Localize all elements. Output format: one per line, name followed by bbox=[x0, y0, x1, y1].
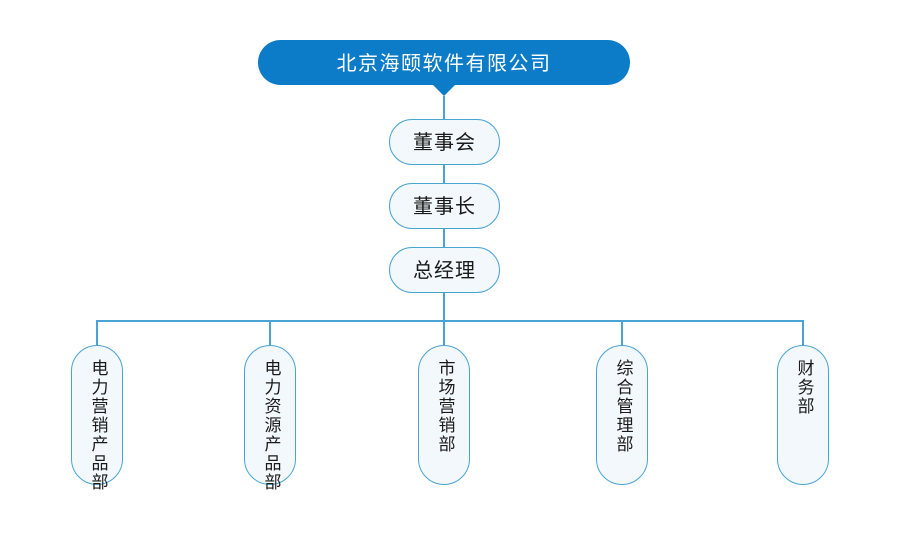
node-dept-finance[interactable]: 财务部 bbox=[777, 345, 829, 485]
connector-bus-to-dept-3 bbox=[443, 320, 445, 345]
connector-gm-to-bus bbox=[443, 293, 445, 320]
connector-bus-to-dept-5 bbox=[802, 320, 804, 345]
connector-bus-to-dept-1 bbox=[96, 320, 98, 345]
company-root-node[interactable]: 北京海颐软件有限公司 bbox=[258, 40, 630, 85]
node-general-manager-label: 总经理 bbox=[413, 258, 476, 282]
node-dept-finance-label: 财务部 bbox=[793, 359, 814, 416]
node-dept-marketing[interactable]: 市场营销部 bbox=[418, 345, 470, 485]
connector-horizontal-bus bbox=[97, 320, 803, 322]
connector-bus-to-dept-4 bbox=[621, 320, 623, 345]
root-pointer-triangle-icon bbox=[432, 84, 456, 96]
node-dept-marketing-label: 市场营销部 bbox=[434, 359, 455, 454]
node-dept-general-management-label: 综合管理部 bbox=[612, 359, 633, 454]
node-dept-power-marketing-product-label: 电力营销产品部 bbox=[87, 359, 108, 492]
node-board-of-directors-label: 董事会 bbox=[413, 130, 476, 154]
node-chairman[interactable]: 董事长 bbox=[389, 183, 500, 229]
connector-board-to-chairman bbox=[443, 165, 445, 183]
node-dept-power-resource-product[interactable]: 电力资源产品部 bbox=[244, 345, 296, 492]
connector-bus-to-dept-2 bbox=[269, 320, 271, 345]
node-dept-general-management[interactable]: 综合管理部 bbox=[596, 345, 648, 485]
node-chairman-label: 董事长 bbox=[413, 194, 476, 218]
company-root-label: 北京海颐软件有限公司 bbox=[336, 50, 552, 75]
node-dept-power-marketing-product[interactable]: 电力营销产品部 bbox=[71, 345, 123, 492]
node-general-manager[interactable]: 总经理 bbox=[389, 247, 500, 293]
connector-root-to-board bbox=[443, 96, 445, 119]
node-dept-power-resource-product-label: 电力资源产品部 bbox=[260, 359, 281, 492]
node-board-of-directors[interactable]: 董事会 bbox=[389, 119, 500, 165]
connector-chairman-to-gm bbox=[443, 229, 445, 247]
